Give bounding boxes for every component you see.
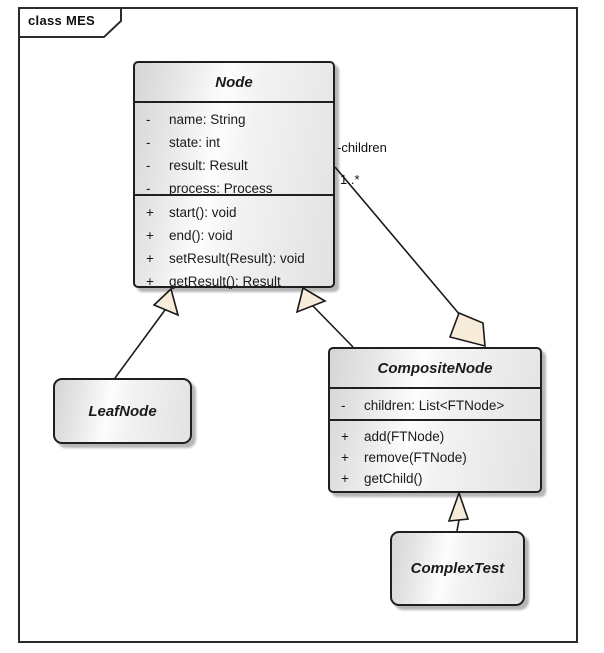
method-text: add(FTNode) bbox=[364, 429, 445, 444]
visibility-sign: - bbox=[341, 398, 346, 413]
class-node[interactable]: Node - name: String - state: int - resul… bbox=[133, 61, 335, 289]
method-text: end(): void bbox=[169, 228, 233, 243]
association-role-label[interactable]: -children bbox=[337, 140, 387, 155]
class-compositenode-methods: + add(FTNode) + remove(FTNode) + getChil… bbox=[330, 419, 540, 489]
method-row[interactable]: + getChild() bbox=[330, 468, 540, 489]
frame-tab bbox=[18, 7, 122, 38]
class-compositenode[interactable]: CompositeNode - children: List<FTNode> +… bbox=[328, 347, 542, 493]
method-text: remove(FTNode) bbox=[364, 450, 467, 465]
class-complextest[interactable]: ComplexTest bbox=[390, 531, 525, 606]
attribute-row[interactable]: - process: Process bbox=[135, 177, 333, 200]
visibility-sign: - bbox=[146, 135, 151, 150]
method-text: getResult(): Result bbox=[169, 274, 281, 289]
attribute-row[interactable]: - state: int bbox=[135, 131, 333, 154]
class-compositenode-attributes: - children: List<FTNode> bbox=[330, 387, 540, 419]
method-row[interactable]: + start(): void bbox=[135, 201, 333, 224]
method-text: getChild() bbox=[364, 471, 423, 486]
attribute-text: children: List<FTNode> bbox=[364, 398, 505, 413]
visibility-sign: - bbox=[146, 112, 151, 127]
visibility-sign: + bbox=[341, 429, 349, 444]
class-node-title: Node bbox=[215, 73, 253, 91]
attribute-text: name: String bbox=[169, 112, 246, 127]
class-leafnode-title: LeafNode bbox=[88, 402, 157, 420]
visibility-sign: - bbox=[146, 181, 151, 196]
attribute-row[interactable]: - result: Result bbox=[135, 154, 333, 177]
visibility-sign: - bbox=[146, 158, 151, 173]
method-row[interactable]: + end(): void bbox=[135, 224, 333, 247]
attribute-text: state: int bbox=[169, 135, 221, 150]
method-text: setResult(Result): void bbox=[169, 251, 305, 266]
attribute-row[interactable]: - children: List<FTNode> bbox=[330, 394, 540, 417]
method-row[interactable]: + add(FTNode) bbox=[330, 426, 540, 447]
visibility-sign: + bbox=[341, 471, 349, 486]
visibility-sign: + bbox=[146, 274, 154, 289]
visibility-sign: + bbox=[341, 450, 349, 465]
class-node-methods: + start(): void + end(): void + setResul… bbox=[135, 194, 333, 289]
class-node-attributes: - name: String - state: int - result: Re… bbox=[135, 101, 333, 196]
method-row[interactable]: + remove(FTNode) bbox=[330, 447, 540, 468]
attribute-row[interactable]: - name: String bbox=[135, 108, 333, 131]
method-row[interactable]: + setResult(Result): void bbox=[135, 247, 333, 270]
frame-tab-label: class MES bbox=[28, 13, 96, 28]
visibility-sign: + bbox=[146, 228, 154, 243]
method-row[interactable]: + getResult(): Result bbox=[135, 270, 333, 293]
visibility-sign: + bbox=[146, 205, 154, 220]
visibility-sign: + bbox=[146, 251, 154, 266]
attribute-text: result: Result bbox=[169, 158, 248, 173]
frame-tab-shape bbox=[18, 7, 122, 38]
class-complextest-title: ComplexTest bbox=[410, 560, 505, 577]
attribute-text: process: Process bbox=[169, 181, 273, 196]
association-multiplicity-label[interactable]: 1..* bbox=[340, 172, 360, 187]
class-leafnode[interactable]: LeafNode bbox=[53, 378, 192, 444]
class-compositenode-title: CompositeNode bbox=[377, 359, 493, 377]
method-text: start(): void bbox=[169, 205, 237, 220]
